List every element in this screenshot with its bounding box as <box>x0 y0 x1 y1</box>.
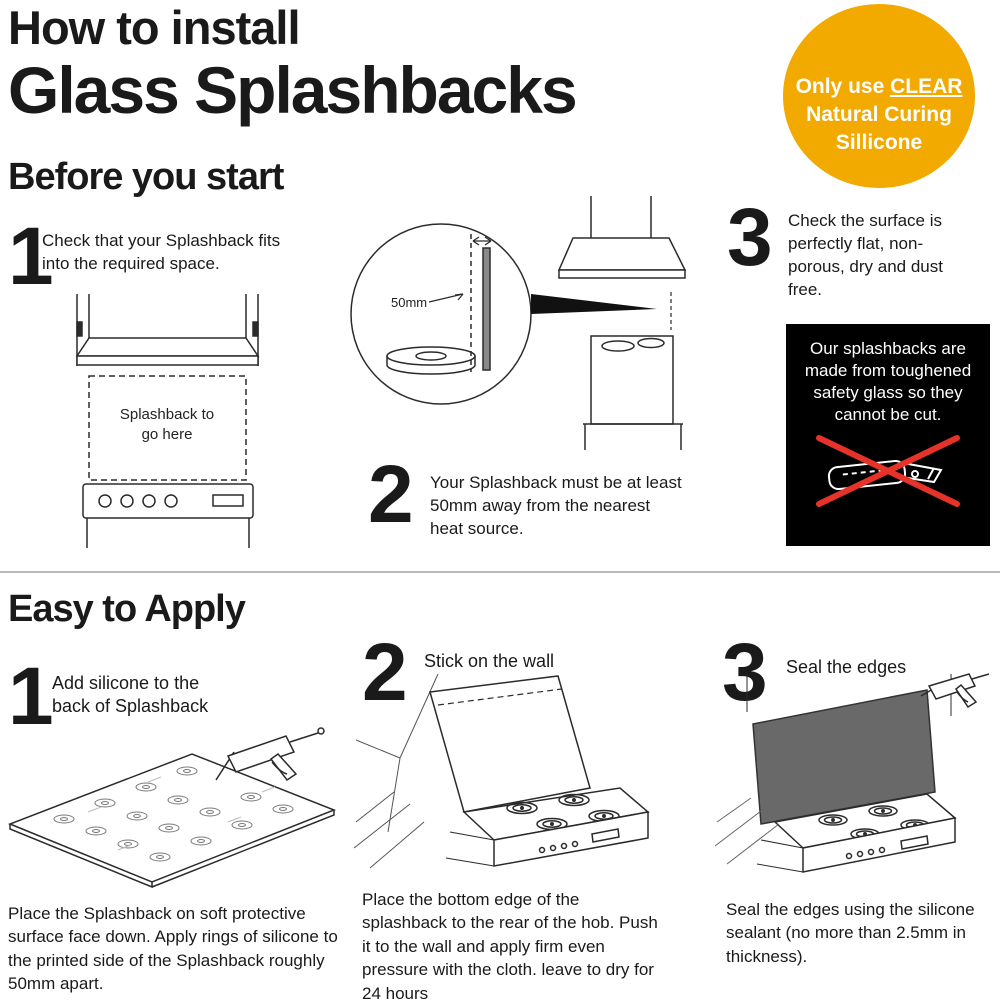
diagram-seal-edges <box>715 673 990 873</box>
diagram-splashback-space: Splashback to go here <box>75 294 260 548</box>
apply-section-heading: Easy to Apply <box>8 588 246 630</box>
apply-step3-caption: Seal the edges using the silicone sealan… <box>726 900 975 966</box>
apply-step1-number: 1 <box>8 651 54 742</box>
magnifier-circle <box>350 223 532 405</box>
hob-top-face <box>462 787 650 841</box>
cooker-hood-icon <box>75 337 260 366</box>
before-step1-number: 1 <box>8 211 54 302</box>
before-step2-number: 2 <box>368 449 414 540</box>
space-label-line2: go here <box>142 426 193 443</box>
before-step1-text: Check that your Splashback fits into the… <box>42 231 281 273</box>
silicone-gun-icon <box>215 727 325 782</box>
red-cross-icon <box>816 435 960 508</box>
pan-icon <box>386 346 476 375</box>
cooker-hood-right <box>557 196 687 279</box>
before-step2-text: Your Splashback must be at least 50mm aw… <box>430 473 682 538</box>
splashback-tilted <box>429 675 591 813</box>
hob-icon <box>82 483 254 548</box>
label-leader-line <box>428 293 464 303</box>
page-title-line2: Glass Splashbacks <box>8 53 578 127</box>
distance-label: 50mm <box>391 295 427 310</box>
badge-line1-underlined: CLEAR <box>890 75 963 99</box>
apply-step1-caption: Place the Splashback on soft protective … <box>8 904 338 994</box>
apply-step2-number: 2 <box>362 627 408 718</box>
apply-step1-title: Add silicone to the back of Splashback <box>52 673 209 717</box>
page-title-line1: How to install <box>8 1 300 54</box>
utility-knife-icon <box>827 460 943 491</box>
apply-step3-title: Seal the edges <box>786 657 907 677</box>
pointer-wedge <box>531 294 657 314</box>
badge-line2: Natural Curing <box>806 103 952 127</box>
splashback-edge-bar <box>482 247 491 371</box>
no-cutting-knife-icon <box>816 435 960 508</box>
gap-arrow-icon <box>472 236 492 246</box>
sealant-gun-icon <box>920 673 990 709</box>
badge-line3: Sillicone <box>835 130 923 154</box>
before-step3-text: Check the surface is perfectly flat, non… <box>788 211 943 299</box>
splashback-area-dashed <box>88 375 247 481</box>
diagram-heat-distance: 50mm <box>350 196 687 450</box>
hob-front-face <box>445 811 649 867</box>
leader-arrowhead <box>454 293 464 301</box>
space-label-line1: Splashback to <box>120 406 214 423</box>
diagram-apply-silicone <box>7 727 337 889</box>
splashback-face-down <box>7 753 337 889</box>
apply-step2-title: Stick on the wall <box>424 651 555 671</box>
badge-line1-prefix: Only use <box>795 75 891 99</box>
hob-front-face <box>756 817 956 873</box>
before-section-heading: Before you start <box>8 156 284 198</box>
splashback-installed <box>752 689 936 825</box>
film-texture-dashes <box>87 776 276 851</box>
apply-step3-number: 3 <box>722 627 768 718</box>
silicone-rings <box>53 766 294 862</box>
no-cutting-warning-box: Our splashbacks are made from toughened … <box>786 324 990 546</box>
diagram-stick-on-wall <box>353 673 650 869</box>
silicone-badge-text: Only use CLEAR Natural Curing Sillicone <box>796 73 963 156</box>
wall-corner-lines <box>353 673 439 869</box>
section-divider <box>0 571 1000 573</box>
silicone-badge: Only use CLEAR Natural Curing Sillicone <box>783 4 975 188</box>
hob-unit-right <box>583 292 683 450</box>
counter-hatch-lines <box>715 797 780 865</box>
warning-text: Our splashbacks are made from toughened … <box>804 339 972 425</box>
before-step3-number: 3 <box>727 192 773 283</box>
badge-line1: Only use CLEAR <box>796 73 963 101</box>
apply-step2-caption: Place the bottom edge of the splashback … <box>362 890 658 1000</box>
